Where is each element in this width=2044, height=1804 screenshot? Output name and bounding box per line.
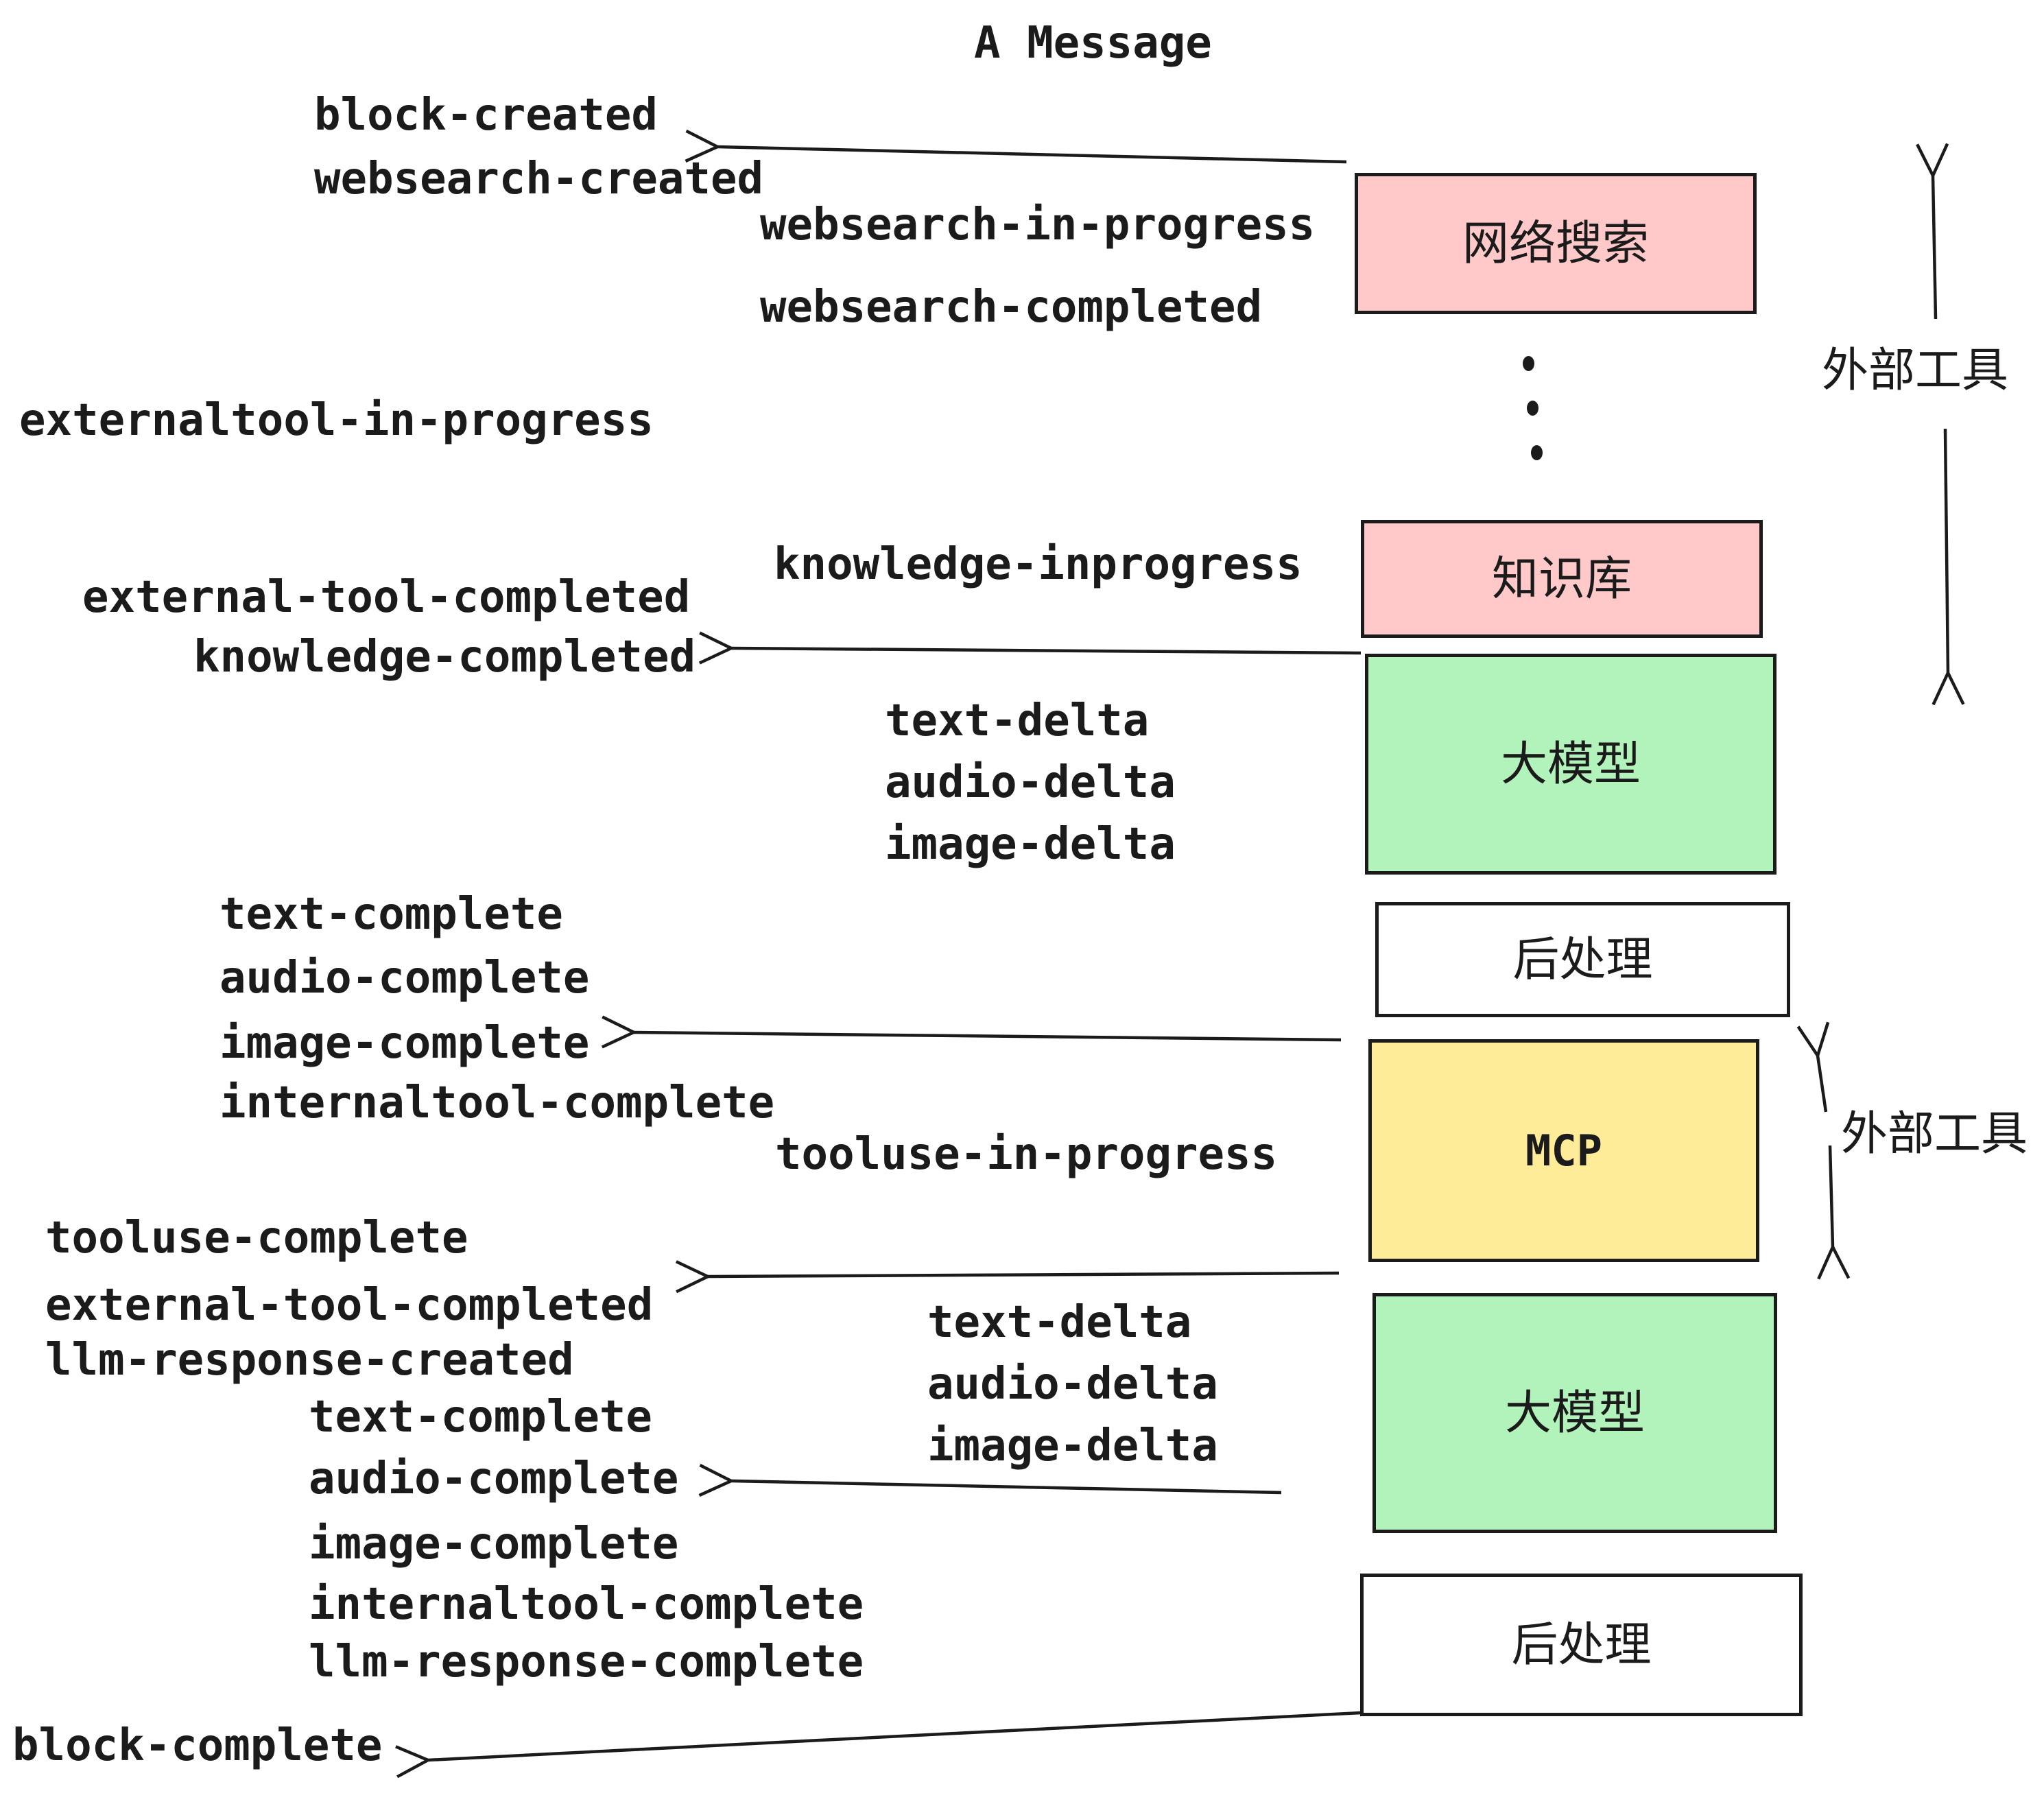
event-external-tool-completed-2: external-tool-completed: [45, 1280, 654, 1331]
event-block-created: block-created: [314, 90, 658, 141]
node-llm-2: 大模型: [1372, 1293, 1777, 1533]
external-tools-label-top: 外部工具: [1822, 344, 2009, 396]
node-postprocess-1-label: 后处理: [1512, 934, 1653, 986]
event-text-complete-2: text-complete: [309, 1392, 652, 1443]
node-llm-1: 大模型: [1365, 654, 1776, 875]
external-tools-label-bottom: 外部工具: [1841, 1108, 2028, 1160]
event-websearch-in-progress: websearch-in-progress: [760, 200, 1316, 250]
event-audio-complete-1: audio-complete: [219, 953, 590, 1004]
event-image-delta-2: image-delta: [927, 1421, 1218, 1471]
node-llm-1-label: 大模型: [1500, 738, 1641, 790]
event-externaltool-in-progress: externaltool-in-progress: [19, 395, 654, 446]
event-websearch-completed: websearch-completed: [760, 282, 1263, 333]
external-tools-bottom-down-arrow: [1817, 1145, 1851, 1280]
event-image-delta-1: image-delta: [885, 819, 1176, 870]
event-tooluse-in-progress: tooluse-in-progress: [775, 1129, 1278, 1180]
event-external-tool-completed-1: external-tool-completed: [82, 572, 691, 623]
node-websearch: 网络搜索: [1355, 173, 1757, 314]
event-text-complete-1: text-complete: [219, 889, 563, 940]
event-websearch-created: websearch-created: [314, 154, 764, 204]
event-audio-delta-1: audio-delta: [885, 757, 1176, 808]
event-image-complete-2: image-complete: [309, 1519, 679, 1569]
event-internaltool-complete-2: internaltool-complete: [309, 1579, 864, 1630]
event-knowledge-inprogress: knowledge-inprogress: [774, 539, 1303, 590]
node-websearch-label: 网络搜索: [1462, 217, 1649, 270]
node-postprocess-1: 后处理: [1375, 902, 1790, 1017]
arrow-llm1-to-knowledge-completed: [698, 631, 1362, 665]
event-llm-response-created: llm-response-created: [45, 1335, 574, 1386]
external-tools-bottom-up-arrow: [1796, 1021, 1830, 1113]
node-postprocess-2: 后处理: [1360, 1574, 1803, 1716]
event-internaltool-complete-1: internaltool-complete: [219, 1078, 775, 1128]
node-knowledge: 知识库: [1361, 520, 1763, 638]
external-tools-top-down-arrow: [1932, 428, 1965, 706]
page-title: A Message: [974, 18, 1212, 69]
arrow-websearch-to-block-created: [685, 129, 1347, 164]
event-image-complete-1: image-complete: [219, 1018, 590, 1069]
event-audio-complete-2: audio-complete: [309, 1453, 679, 1504]
node-knowledge-label: 知识库: [1491, 553, 1632, 605]
ellipsis-dot-3: [1531, 445, 1543, 460]
event-text-delta-1: text-delta: [885, 696, 1150, 746]
event-tooluse-complete: tooluse-complete: [45, 1213, 468, 1263]
external-tools-top-up-arrow: [1916, 143, 1949, 320]
arrow-llm2-to-tooluse-complete: [675, 1260, 1340, 1294]
node-mcp: MCP: [1368, 1039, 1759, 1262]
node-llm-2-label: 大模型: [1504, 1387, 1645, 1439]
ellipsis-dot-2: [1527, 401, 1538, 416]
event-text-delta-2: text-delta: [927, 1297, 1192, 1348]
arrow-post2-to-block-complete: [395, 1711, 1362, 1779]
event-audio-delta-2: audio-delta: [927, 1359, 1218, 1410]
event-block-complete: block-complete: [12, 1720, 383, 1771]
arrow-post1-to-image-complete: [601, 1015, 1342, 1049]
arrow-llm2-to-audio-complete: [698, 1464, 1282, 1497]
event-knowledge-completed: knowledge-completed: [193, 632, 696, 683]
node-mcp-label: MCP: [1525, 1125, 1602, 1176]
event-llm-response-complete: llm-response-complete: [309, 1637, 864, 1687]
ellipsis-dot-1: [1523, 356, 1534, 371]
node-postprocess-2-label: 后处理: [1511, 1619, 1652, 1671]
